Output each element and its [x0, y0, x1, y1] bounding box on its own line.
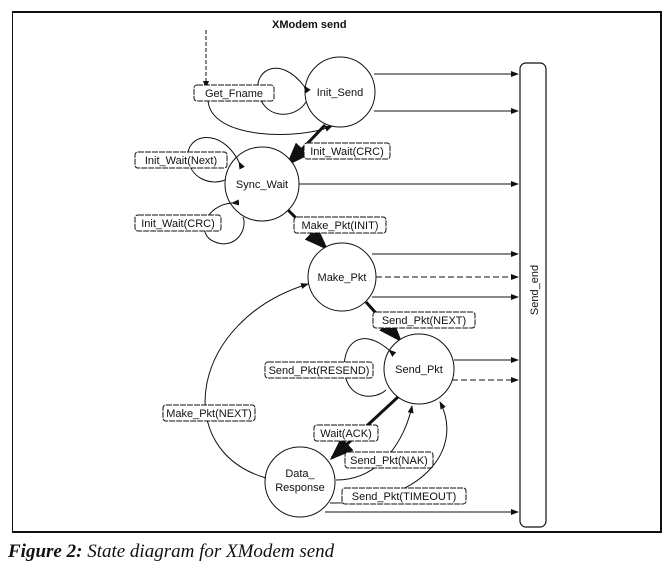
- state-send-pkt-label: Send_Pkt: [395, 364, 443, 376]
- svg-text:Wait(ACK): Wait(ACK): [320, 428, 372, 440]
- label-init-wait-crc-2: Init_Wait(CRC): [134, 214, 222, 232]
- label-get-fname: Get_Fname: [193, 84, 275, 102]
- caption-label: Figure 2:: [8, 541, 83, 562]
- edge-make-pkt-next: [204, 283, 309, 479]
- diagram-title: XModem send: [272, 19, 347, 31]
- svg-text:Init_Wait(CRC): Init_Wait(CRC): [141, 218, 215, 230]
- svg-text:Init_Wait(CRC): Init_Wait(CRC): [310, 146, 384, 158]
- state-init-send-label: Init_Send: [317, 87, 363, 99]
- svg-text:Send_Pkt(NEXT): Send_Pkt(NEXT): [382, 315, 466, 327]
- label-init-wait-next: Init_Wait(Next): [134, 151, 228, 169]
- state-data-response-label-2: Response: [275, 482, 325, 494]
- figure-caption: Figure 2: State diagram for XModem send: [8, 541, 334, 563]
- state-data-response: [264, 446, 336, 518]
- state-make-pkt-label: Make_Pkt: [318, 272, 367, 284]
- label-make-pkt-next: Make_Pkt(NEXT): [162, 404, 256, 422]
- loop-init-wait-crc: [204, 199, 245, 245]
- svg-text:Get_Fname: Get_Fname: [205, 88, 263, 100]
- label-init-wait-crc-1: Init_Wait(CRC): [303, 142, 391, 160]
- label-send-pkt-next: Send_Pkt(NEXT): [372, 311, 476, 329]
- svg-text:Send_Pkt(NAK): Send_Pkt(NAK): [350, 455, 428, 467]
- svg-text:Send_Pkt(RESEND): Send_Pkt(RESEND): [269, 365, 370, 377]
- caption-text: State diagram for XModem send: [87, 541, 335, 562]
- label-send-pkt-timeout: Send_Pkt(TIMEOUT): [341, 487, 467, 505]
- svg-text:Init_Wait(Next): Init_Wait(Next): [145, 155, 217, 167]
- label-send-pkt-resend: Send_Pkt(RESEND): [264, 361, 374, 379]
- label-wait-ack: Wait(ACK): [313, 424, 379, 442]
- state-send-end: [519, 62, 547, 528]
- label-send-pkt-nak: Send_Pkt(NAK): [344, 451, 434, 469]
- state-send-pkt: [383, 333, 455, 405]
- state-data-response-label-1: Data_: [285, 468, 315, 480]
- figure-frame: [12, 11, 662, 533]
- state-sync-wait-label: Sync_Wait: [236, 179, 288, 191]
- label-make-pkt-init: Make_Pkt(INIT): [293, 216, 387, 234]
- state-send-end-label: Send_end: [529, 265, 541, 315]
- svg-text:Make_Pkt(NEXT): Make_Pkt(NEXT): [166, 408, 252, 420]
- svg-text:Make_Pkt(INIT): Make_Pkt(INIT): [301, 220, 378, 232]
- svg-text:Send_Pkt(TIMEOUT): Send_Pkt(TIMEOUT): [352, 491, 457, 503]
